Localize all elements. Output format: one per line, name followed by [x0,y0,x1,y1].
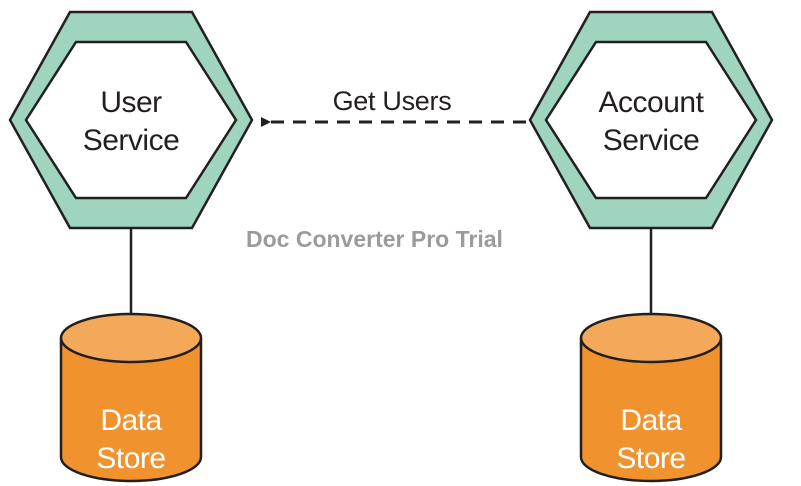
user-data-store-top [59,312,203,364]
account-data-store: Data Store [579,312,723,483]
account-service-label-line2: Service [603,124,700,157]
account-service-hex-inner [544,40,758,200]
user-service-label-line2: Service [83,124,180,157]
account-service-label-line1: Account [599,86,705,119]
user-data-store-body [59,338,203,483]
user-service-hex-inner [24,40,238,200]
account-data-store-label-line2: Store [616,442,685,475]
account-data-store-top [579,312,723,364]
user-data-store: Data Store [59,312,203,483]
account-data-store-body [579,338,723,483]
get-users-label: Get Users [333,86,452,116]
watermark-text: Doc Converter Pro Trial [246,226,503,252]
user-service-node: User Service [8,10,254,230]
account-service-node: Account Service [528,10,774,230]
account-data-store-label-line1: Data [620,404,682,437]
user-data-store-label-line2: Store [96,442,165,475]
user-data-store-label-line1: Data [100,404,162,437]
user-service-label-line1: User [100,86,162,119]
